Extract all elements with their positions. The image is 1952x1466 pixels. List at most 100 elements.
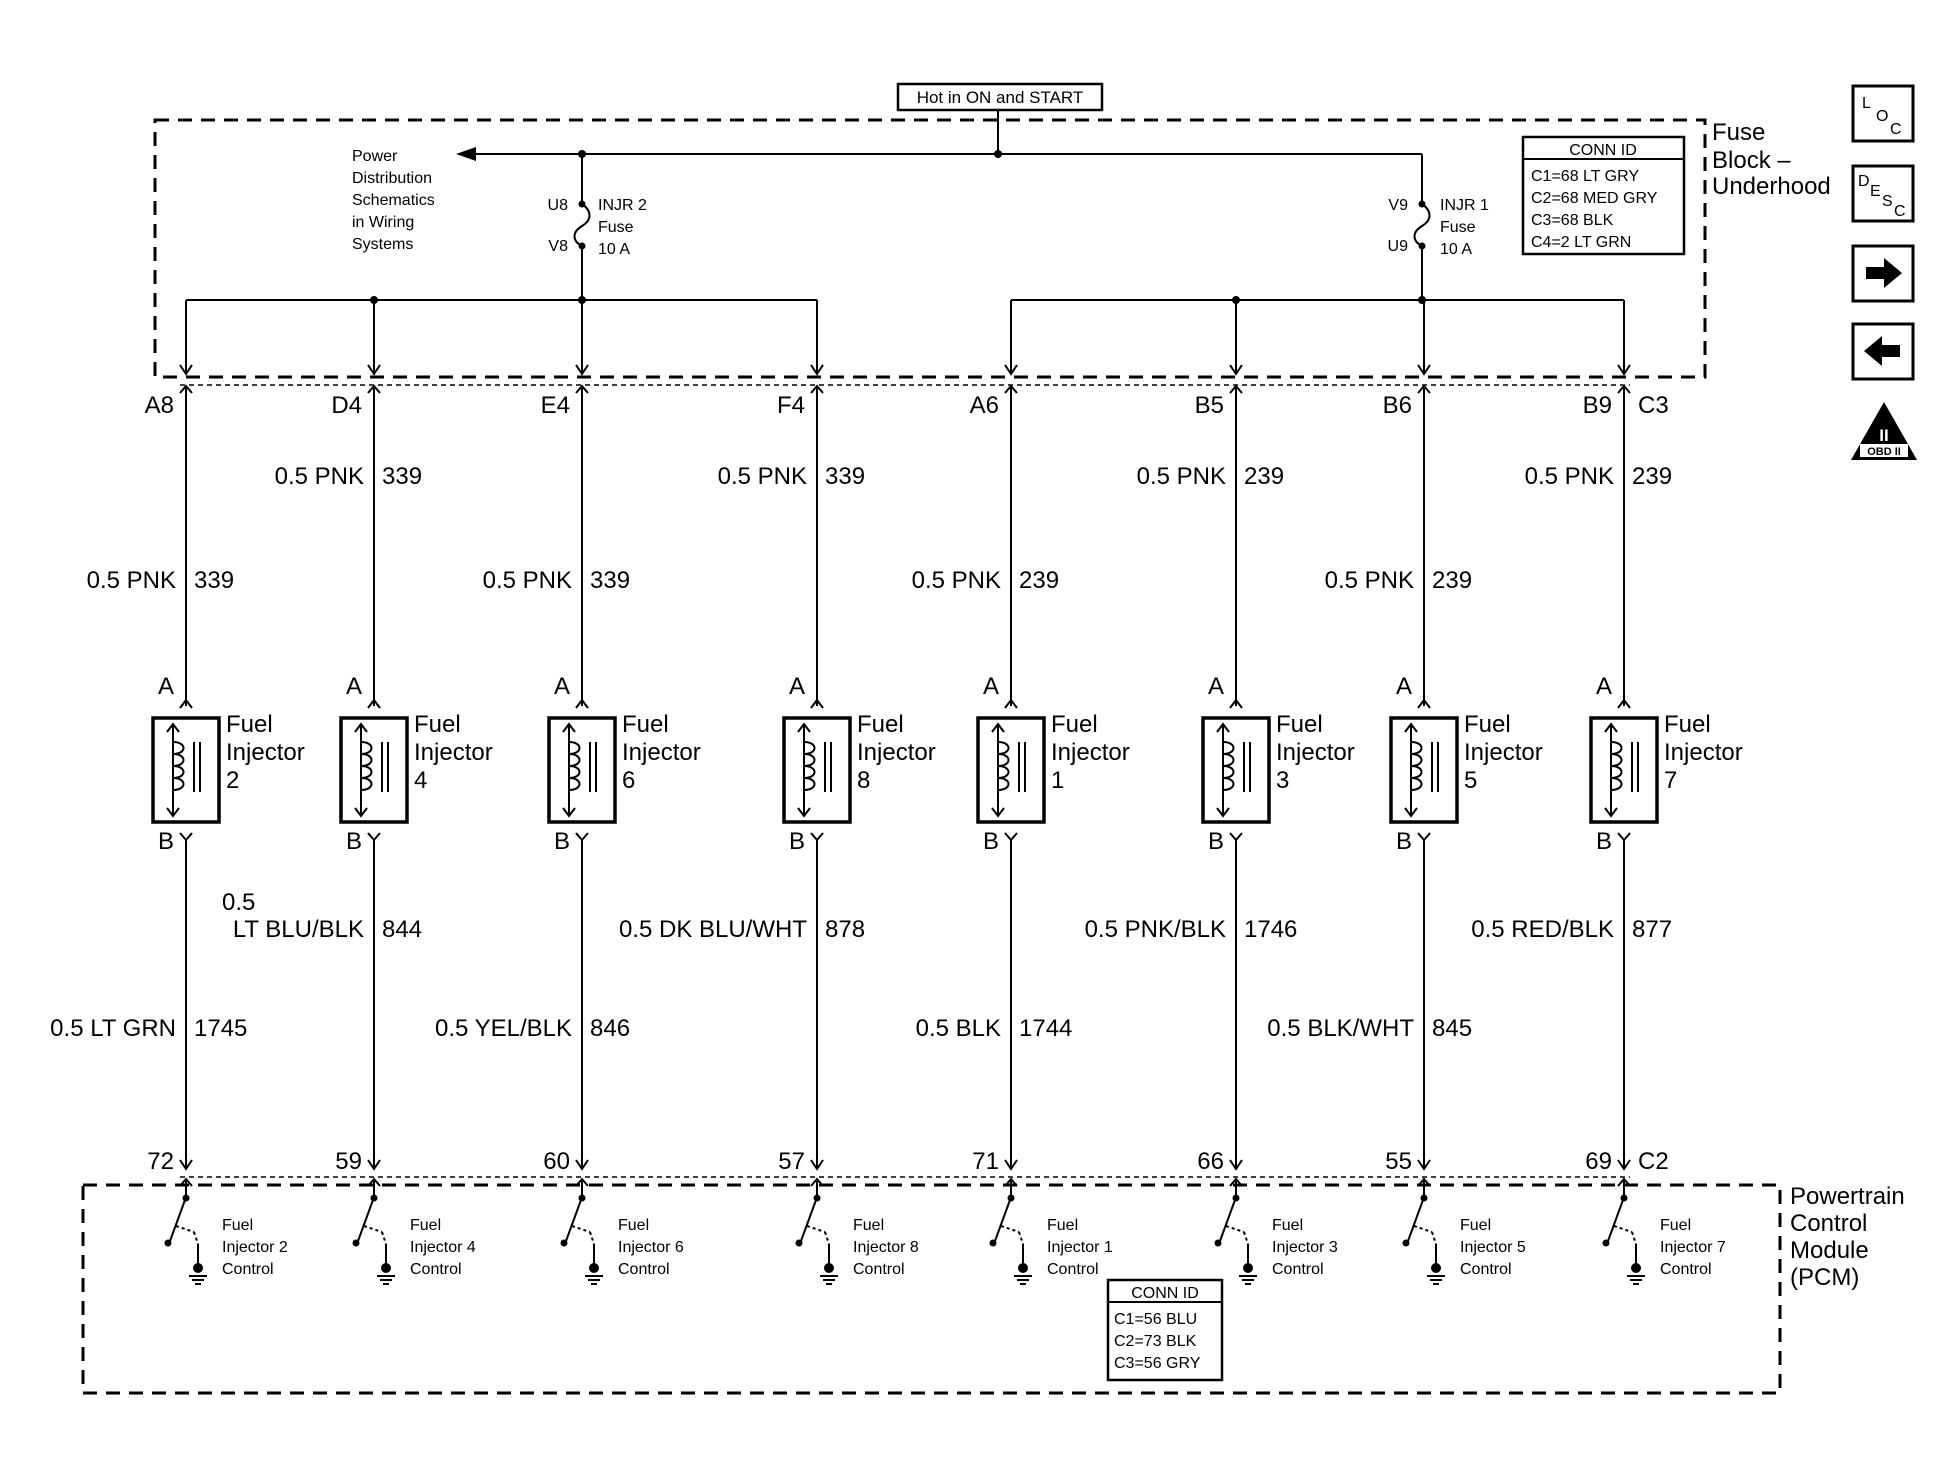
injector-pin-b-label: B (554, 828, 570, 855)
control-label-line: Injector 3 (1272, 1239, 1338, 1256)
svg-text:(PCM): (PCM) (1790, 1264, 1859, 1291)
ground-icon (1631, 1263, 1641, 1273)
svg-text:Distribution: Distribution (352, 170, 432, 187)
control-label-line: Control (618, 1261, 670, 1278)
svg-text:U8: U8 (548, 197, 569, 214)
control-label-line: Fuel (222, 1217, 253, 1234)
svg-text:INJR 1: INJR 1 (1440, 197, 1489, 214)
control-label-line: Fuel (410, 1217, 441, 1234)
injector-pin-a-label: A (1596, 673, 1612, 700)
fuel-injector-box (1389, 716, 1459, 824)
fuel-injector-box (1201, 716, 1271, 824)
circuit-number-label: 845 (1432, 1015, 1472, 1042)
injector-name-line: Fuel (414, 711, 461, 738)
loc-button[interactable]: L O C (1851, 84, 1915, 143)
injector-pin-b-label: B (789, 828, 805, 855)
power-ref-arrow-icon (456, 147, 476, 161)
svg-text:10 A: 10 A (598, 241, 630, 258)
injector-number-label: 2 (226, 767, 239, 794)
coil-icon (568, 741, 581, 791)
driver-switch-icon (565, 1199, 582, 1242)
control-label-line: Fuel (1272, 1217, 1303, 1234)
injector-pin-b-label: B (158, 828, 174, 855)
driver-switch-icon (1407, 1199, 1424, 1242)
injector-name-line: Fuel (226, 711, 273, 738)
fuse-connector-arrow-icon (179, 364, 193, 376)
control-label-line: Injector 5 (1460, 1239, 1526, 1256)
fuse-pin-label: A8 (145, 392, 174, 419)
fuse-block-label: Fuse Block – Underhood (1712, 119, 1831, 200)
ground-icon (1018, 1263, 1028, 1273)
fuse-pin-label: D4 (331, 392, 362, 419)
fuse-connector-arrow-icon (1417, 364, 1431, 376)
svg-text:U9: U9 (1388, 238, 1409, 255)
wire-color-label: 0.5 PNK (87, 567, 176, 594)
circuit-number-label: 339 (825, 463, 865, 490)
control-label-line: Control (1047, 1261, 1099, 1278)
injector-name-line: Injector (1276, 739, 1355, 766)
svg-text:Block –: Block – (1712, 147, 1791, 174)
desc-button[interactable]: D E S C (1851, 164, 1915, 223)
circuit-number-label: 339 (590, 567, 630, 594)
svg-text:D: D (1858, 173, 1870, 190)
circuit-number-label: 877 (1632, 916, 1672, 943)
fuse-c3-label: C3 (1638, 392, 1669, 419)
injector-pin-a-label: A (158, 673, 174, 700)
ground-icon (824, 1263, 834, 1273)
hot-in-box (896, 82, 1104, 112)
svg-text:C2=73 BLK: C2=73 BLK (1114, 1333, 1197, 1350)
injector-pin-a-label: A (1208, 673, 1224, 700)
fuse-connector-arrow-icon (575, 364, 589, 376)
injector-name-line: Fuel (1664, 711, 1711, 738)
control-label-line: Injector 8 (853, 1239, 919, 1256)
circuit-number-label: 339 (382, 463, 422, 490)
svg-text:E: E (1870, 183, 1881, 200)
control-label-line: Injector 1 (1047, 1239, 1113, 1256)
arrow-left-icon (1864, 336, 1900, 366)
wire-color-label: 0.5 PNK (912, 567, 1001, 594)
next-page-button[interactable] (1851, 244, 1915, 303)
injector-pin-a-label: A (346, 673, 362, 700)
svg-text:V9: V9 (1388, 197, 1408, 214)
injector-pin-b-label: B (1396, 828, 1412, 855)
injector-name-line: Fuel (1276, 711, 1323, 738)
pcm-conn-id: CONN ID C1=56 BLU C2=73 BLK C3=56 GRY (1106, 1278, 1224, 1382)
injector-name-line: Injector (857, 739, 936, 766)
wire-color-label: 0.5 PNK (275, 463, 364, 490)
fuse-block-boundary (153, 118, 1707, 379)
wire-color-label: 0.5 PNK (483, 567, 572, 594)
prev-page-button[interactable] (1851, 322, 1915, 381)
svg-text:C3=56 GRY: C3=56 GRY (1114, 1355, 1201, 1372)
pcm-pin-label: 60 (543, 1148, 570, 1175)
pcm-pin-label: 69 (1585, 1148, 1612, 1175)
injector-pin-b-label: B (346, 828, 362, 855)
svg-text:Schematics: Schematics (352, 192, 435, 209)
coil-icon (172, 741, 185, 791)
obd-ii-icon[interactable]: II OBD II (1851, 402, 1917, 460)
coil-icon (997, 741, 1010, 791)
svg-text:C4=2 LT GRN: C4=2 LT GRN (1531, 234, 1631, 251)
injector-name-line: Injector (414, 739, 493, 766)
pcm-pin-label: 72 (147, 1148, 174, 1175)
fuse-pin-label: B5 (1195, 392, 1224, 419)
fuel-injector-box (782, 716, 852, 824)
injector-name-line: Injector (622, 739, 701, 766)
fuse-connector-arrow-icon (810, 364, 824, 376)
svg-text:C1=56 BLU: C1=56 BLU (1114, 1311, 1197, 1328)
injector-name-line: Fuel (1051, 711, 1098, 738)
svg-text:in Wiring: in Wiring (352, 214, 414, 231)
driver-switch-icon (1219, 1199, 1236, 1242)
control-label-line: Control (853, 1261, 905, 1278)
control-label-line: Injector 2 (222, 1239, 288, 1256)
pcm-pin-label: 59 (335, 1148, 362, 1175)
control-label-line: Fuel (1660, 1217, 1691, 1234)
pcm-boundary (81, 1183, 1782, 1395)
fuse-injr-2: U8 V8 INJR 2 Fuse 10 A (548, 197, 647, 258)
ground-icon (589, 1263, 599, 1273)
injector-name-line: Injector (1464, 739, 1543, 766)
